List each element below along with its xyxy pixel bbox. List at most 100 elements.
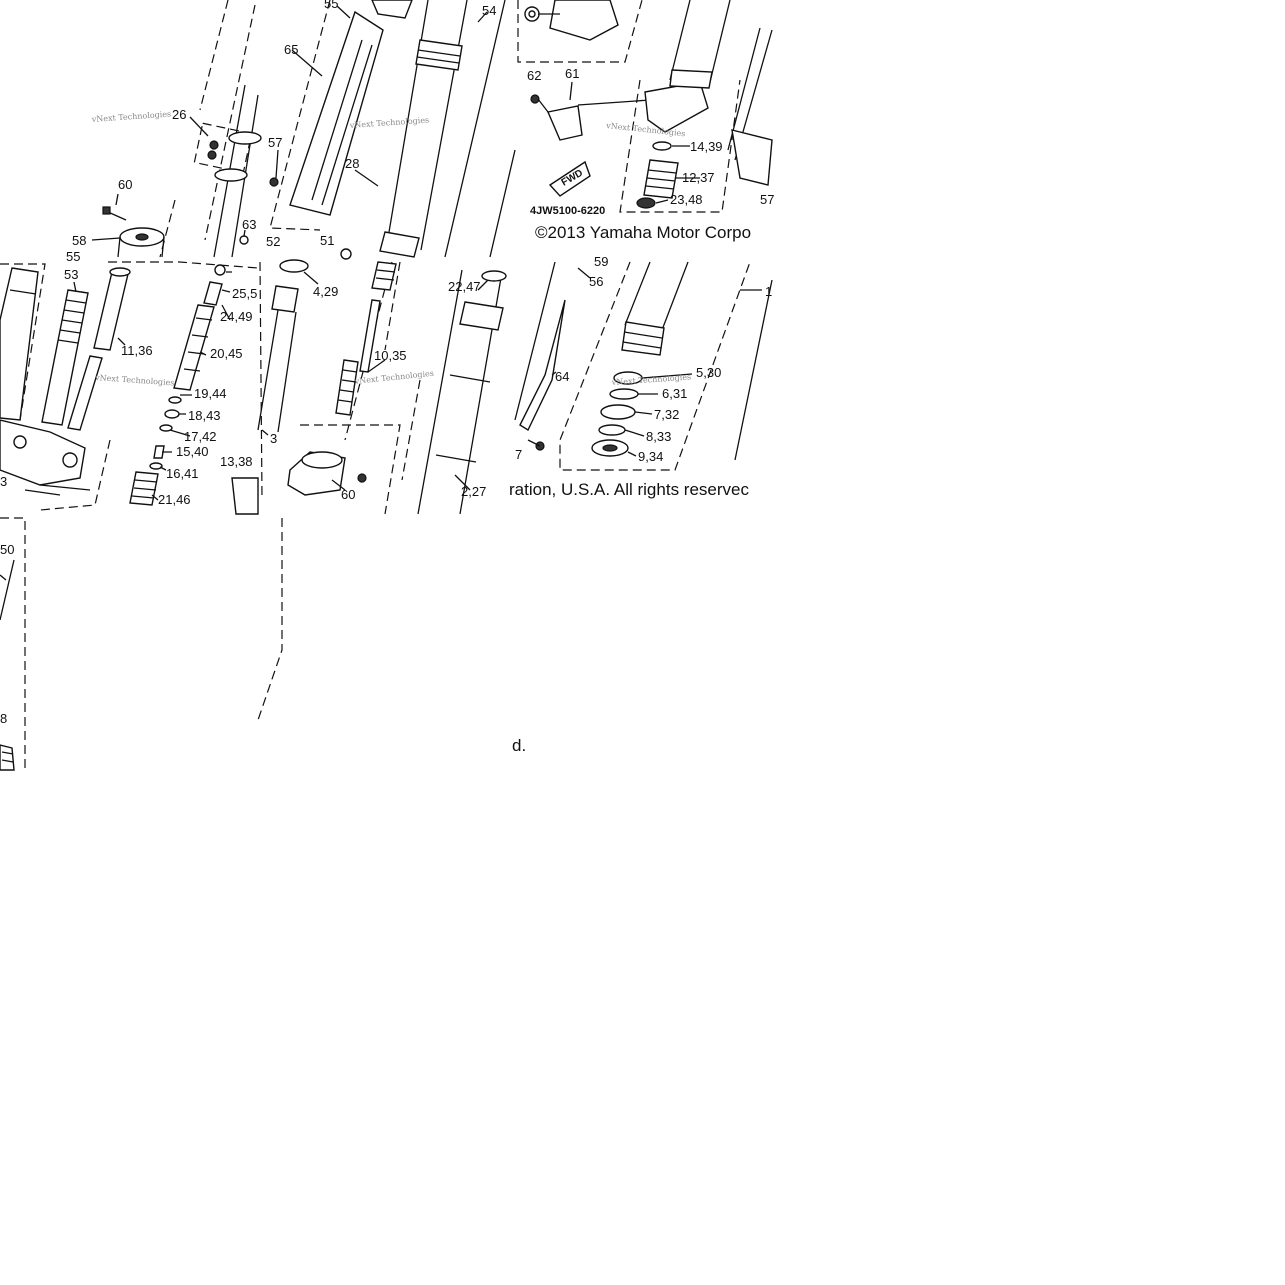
label-53: 53 bbox=[64, 267, 78, 282]
part-6-31-clip bbox=[609, 388, 639, 400]
group-boundary bbox=[259, 261, 401, 515]
group-boundary bbox=[108, 261, 259, 269]
group-boundary bbox=[204, 4, 256, 241]
tile-middle-left bbox=[0, 261, 259, 515]
diagram-code: 4JW5100-6220 bbox=[530, 205, 605, 217]
label-58: 58 bbox=[72, 233, 86, 248]
label-5-30: 5,30 bbox=[696, 365, 721, 380]
label-65: 65 bbox=[284, 42, 298, 57]
tile-center bbox=[257, 259, 507, 515]
callout-labels: 55 54 65 26 57 28 62 61 14,39 12,37 23,4… bbox=[0, 0, 774, 726]
bolt-shank bbox=[527, 439, 541, 447]
part-19-44-ring bbox=[168, 396, 182, 404]
part-57-bolt bbox=[269, 177, 279, 187]
label-11-36: 11,36 bbox=[121, 343, 153, 358]
part-65-edge bbox=[311, 39, 373, 206]
group-boundary bbox=[517, 0, 643, 63]
label-62: 62 bbox=[527, 68, 541, 83]
leader-line bbox=[655, 145, 700, 204]
label-18-43: 18,43 bbox=[188, 408, 221, 423]
tile-lower-center: d. bbox=[257, 518, 526, 755]
part-60-bolt bbox=[107, 211, 127, 221]
right-partial-clamp bbox=[731, 129, 773, 186]
label-63: 63 bbox=[242, 217, 256, 232]
part-23-48-nut bbox=[636, 197, 656, 209]
tube-collar bbox=[669, 69, 713, 89]
label-57-right: 57 bbox=[760, 192, 774, 207]
copyright-line-1: ©2013 Yamaha Motor Corpo bbox=[535, 223, 751, 242]
label-54: 54 bbox=[482, 3, 496, 18]
tube-top-collar bbox=[459, 301, 504, 331]
label-59: 59 bbox=[594, 254, 608, 269]
tube-collar bbox=[214, 168, 248, 182]
part-18-43-washer bbox=[164, 409, 180, 419]
lower-clamp bbox=[644, 81, 709, 133]
leader-line bbox=[261, 271, 489, 491]
part-65-guard bbox=[289, 10, 384, 216]
guide-line bbox=[514, 261, 591, 421]
leader-line bbox=[73, 271, 232, 501]
label-1: 1 bbox=[765, 284, 772, 299]
part-22-47-cap bbox=[481, 270, 507, 282]
spring-coils bbox=[57, 299, 87, 344]
label-14-39: 14,39 bbox=[690, 139, 723, 154]
spring-coils bbox=[375, 269, 396, 281]
part-7-32-oil-seal bbox=[600, 404, 636, 420]
leader-line bbox=[537, 81, 651, 113]
label-52: 52 bbox=[266, 234, 280, 249]
part-8-33-washer bbox=[598, 424, 626, 436]
label-19-44: 19,44 bbox=[194, 386, 227, 401]
label-20-45: 20,45 bbox=[210, 346, 243, 361]
cylinder-cap bbox=[109, 267, 131, 277]
label-50: 50 bbox=[0, 542, 14, 557]
label-7-32: 7,32 bbox=[654, 407, 679, 422]
watermark-text: vNext Technologies bbox=[94, 373, 175, 388]
guide-line bbox=[444, 0, 516, 258]
tile-upper-right: FWD 4JW5100-6220 ©2013 Yamaha Motor Corp… bbox=[517, 0, 773, 242]
copyright-line-2: ration, U.S.A. All rights reservec bbox=[509, 480, 749, 499]
adjuster-ribs bbox=[645, 169, 677, 190]
seal-rings bbox=[622, 331, 663, 349]
bracket-lines bbox=[24, 484, 91, 496]
group-boundary bbox=[0, 517, 26, 770]
label-55-left: 55 bbox=[66, 249, 80, 264]
part-60-head bbox=[102, 206, 111, 215]
tube-bands bbox=[435, 374, 491, 463]
damper-ribs bbox=[183, 317, 213, 372]
label-64: 64 bbox=[555, 369, 569, 384]
part-20-45-damper bbox=[173, 304, 215, 391]
part-14-39-oring bbox=[652, 141, 672, 151]
cylinder-lower bbox=[67, 355, 103, 431]
bushing-inner bbox=[602, 444, 618, 452]
part-17-42-clip bbox=[159, 424, 173, 432]
group-boundary bbox=[0, 263, 111, 511]
fork-tube bbox=[624, 261, 689, 331]
label-61: 61 bbox=[565, 66, 579, 81]
label-60-lower: 60 bbox=[341, 487, 355, 502]
label-22-47: 22,47 bbox=[448, 279, 481, 294]
tube-lower-end bbox=[379, 231, 420, 258]
label-57: 57 bbox=[268, 135, 282, 150]
label-56: 56 bbox=[589, 274, 603, 289]
part-58-hole bbox=[135, 233, 149, 241]
top-clamp bbox=[549, 0, 619, 41]
bolt-part bbox=[209, 140, 219, 150]
label-28: 28 bbox=[345, 156, 359, 171]
part-11-36-cylinder bbox=[93, 271, 129, 351]
bracket-hole bbox=[62, 452, 78, 468]
lower-tube-edge bbox=[0, 559, 15, 621]
valve-rings bbox=[337, 369, 358, 403]
part-4-29-piston bbox=[271, 285, 299, 313]
label-4-29: 4,29 bbox=[313, 284, 338, 299]
group-boundary bbox=[269, 0, 331, 231]
fwd-arrow: FWD bbox=[548, 160, 591, 197]
group-boundary bbox=[257, 518, 283, 721]
part-small bbox=[340, 248, 352, 260]
top-spring bbox=[371, 261, 397, 291]
part-10-35-valve bbox=[335, 359, 359, 416]
label-8-33: 8,33 bbox=[646, 429, 671, 444]
bolt-part bbox=[207, 150, 217, 160]
label-26: 26 bbox=[172, 107, 186, 122]
